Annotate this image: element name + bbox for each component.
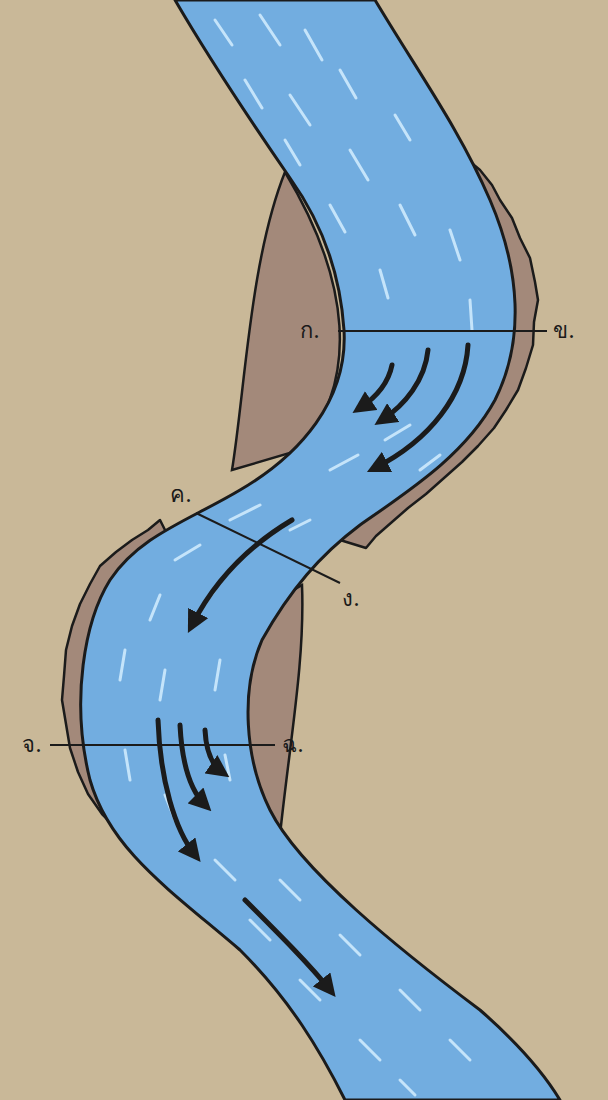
section-line: [50, 331, 547, 745]
section-label: ฉ.: [282, 732, 304, 758]
section-label: ก.: [300, 318, 320, 344]
section-label: ง.: [342, 586, 360, 612]
section-label: ข.: [553, 318, 575, 344]
water-streak: [120, 15, 472, 1095]
river-water: [81, 0, 560, 1100]
section-label: จ.: [22, 732, 42, 758]
flow-arrow: [158, 345, 468, 990]
section-label: ค.: [170, 482, 192, 508]
